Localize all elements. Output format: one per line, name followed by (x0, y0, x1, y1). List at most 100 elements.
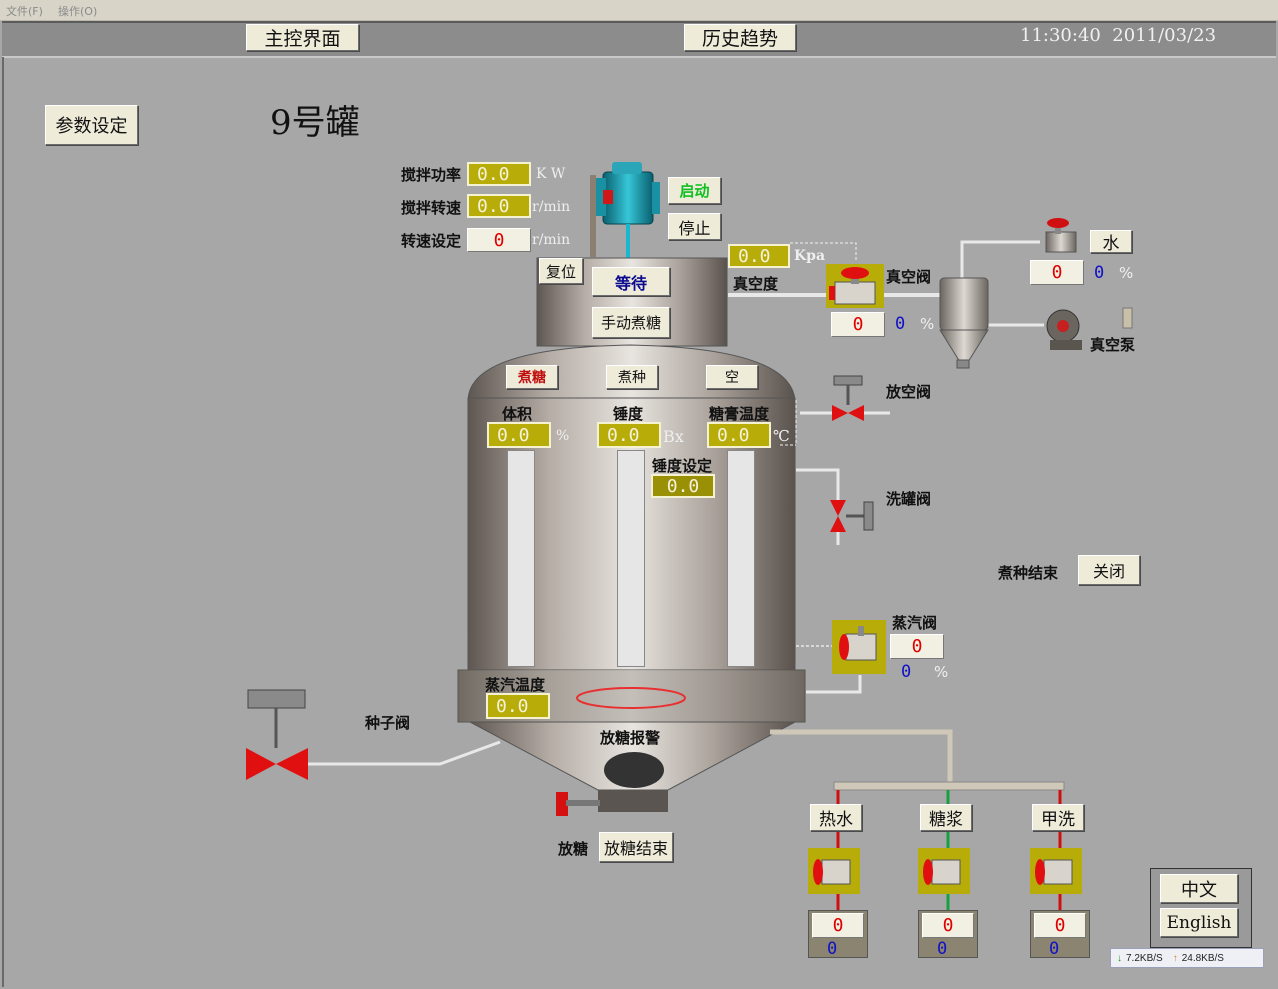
download-speed: 7.2KB/S (1126, 952, 1163, 964)
upload-arrow-icon: ↑ (1172, 952, 1178, 964)
reset-button[interactable]: 复位 (539, 258, 583, 284)
discharge-alarm-label: 放糖报警 (600, 729, 661, 747)
menu-bar: 文件(F) 操作(O) (0, 0, 1278, 21)
hot-water-pct: 0 (827, 939, 838, 959)
water-valve-pct: 0 (1094, 263, 1105, 283)
mode-seed-button[interactable]: 煮种 (606, 365, 658, 389)
stir-speed-value: 0.0 (467, 194, 531, 218)
lang-english-button[interactable]: English (1160, 908, 1238, 937)
download-arrow-icon: ↓ (1117, 952, 1122, 964)
network-meter: ↓ 7.2KB/S ↑ 24.8KB/S (1110, 948, 1264, 968)
history-trend-button[interactable]: 历史趋势 (684, 24, 796, 51)
discharge-gate (598, 790, 668, 812)
stop-button[interactable]: 停止 (668, 213, 721, 240)
syrup-valve-icon[interactable] (918, 848, 970, 894)
volume-value: 0.0 (487, 422, 551, 448)
stirrer-blade (576, 687, 686, 709)
main-panel (2, 57, 1278, 987)
brix-label: 锤度 (613, 405, 644, 423)
massecuite-temp-value: 0.0 (707, 422, 771, 448)
massecuite-temp-unit: ℃ (773, 427, 790, 445)
tank-title: 9号罐 (270, 103, 360, 143)
seed-end-label: 煮种结束 (998, 564, 1059, 582)
brix-level-bar (617, 450, 645, 667)
volume-level-bar (507, 450, 535, 667)
speed-set-input[interactable]: 0 (467, 228, 531, 252)
vacuum-valve-label: 真空阀 (886, 268, 932, 286)
top-bar (2, 21, 1276, 58)
speed-set-label: 转速设定 (401, 232, 462, 250)
water-valve-icon (1045, 218, 1077, 253)
volume-unit: % (556, 428, 570, 444)
params-button[interactable]: 参数设定 (45, 105, 138, 145)
clock-time: 11:30:40 (1020, 25, 1101, 46)
brix-set-label: 锤度设定 (652, 457, 713, 475)
stir-power-label: 搅拌功率 (401, 166, 462, 184)
a-wash-button[interactable]: 甲洗 (1032, 804, 1084, 831)
status-button[interactable]: 等待 (592, 267, 670, 296)
vent-valve-label: 放空阀 (886, 383, 932, 401)
a-wash-valve-icon[interactable] (1030, 848, 1082, 894)
wash-valve-icon (796, 468, 874, 545)
wash-valve-label: 洗罐阀 (886, 490, 932, 508)
hot-water-input[interactable]: 0 (812, 913, 864, 938)
water-button[interactable]: 水 (1090, 230, 1132, 254)
menu-operate[interactable]: 操作(O) (58, 5, 98, 18)
water-valve-pct-sign: % (1119, 264, 1134, 282)
stir-speed-unit: r/min (532, 199, 571, 215)
vacuum-label: 真空度 (733, 275, 779, 293)
shaft-pipe (590, 175, 596, 257)
massecuite-temp-label: 糖膏温度 (709, 405, 770, 423)
a-wash-input[interactable]: 0 (1034, 913, 1086, 938)
water-valve-input[interactable]: 0 (1030, 260, 1084, 285)
vacuum-valve-input[interactable]: 0 (831, 312, 885, 337)
syrup-pct: 0 (937, 939, 948, 959)
steam-valve-label: 蒸汽阀 (892, 614, 938, 632)
discharge-valve-dome (604, 752, 664, 788)
mode-empty-button[interactable]: 空 (706, 365, 758, 389)
seed-end-close-button[interactable]: 关闭 (1078, 555, 1140, 585)
seed-valve-label: 种子阀 (365, 714, 411, 732)
vacuum-value: 0.0 (728, 244, 790, 268)
steam-valve-pct: 0 (901, 662, 912, 682)
discharge-handle-icon (556, 792, 568, 816)
vacuum-valve-pct-sign: % (920, 315, 935, 333)
clock: 11:30:40 2011/03/23 (1020, 25, 1216, 46)
brix-unit: Bx (663, 427, 684, 446)
steam-valve-input[interactable]: 0 (890, 634, 944, 659)
steam-temp-label: 蒸汽温度 (485, 676, 546, 694)
manual-boil-button[interactable]: 手动煮糖 (592, 307, 670, 338)
steam-valve-pct-sign: % (934, 663, 949, 681)
upload-speed: 24.8KB/S (1181, 952, 1224, 964)
vacuum-valve-icon[interactable] (826, 264, 884, 308)
speed-set-unit: r/min (532, 232, 571, 248)
volume-label: 体积 (502, 405, 533, 423)
a-wash-pct: 0 (1049, 939, 1060, 959)
vacuum-unit: Kpa (794, 248, 826, 264)
stir-power-value: 0.0 (467, 162, 531, 186)
stirrer-motor (596, 162, 660, 260)
main-screen-button[interactable]: 主控界面 (246, 24, 359, 51)
mode-boil-button[interactable]: 煮糖 (506, 365, 558, 389)
vacuum-valve-pct: 0 (895, 314, 906, 334)
menu-file[interactable]: 文件(F) (6, 5, 43, 18)
brix-value: 0.0 (597, 422, 661, 448)
syrup-button[interactable]: 糖浆 (920, 804, 972, 831)
clock-date: 2011/03/23 (1112, 25, 1217, 46)
separator-vessel (939, 277, 989, 369)
vacuum-pump-icon (1046, 307, 1133, 350)
vent-valve-icon (800, 375, 890, 421)
vacuum-pump-label: 真空泵 (1090, 336, 1136, 354)
brix-set-input[interactable]: 0.0 (651, 474, 715, 498)
discharge-label: 放糖 (558, 840, 589, 858)
steam-valve-icon[interactable] (832, 620, 886, 674)
seed-valve-icon (246, 689, 501, 780)
hot-water-button[interactable]: 热水 (810, 804, 862, 831)
hot-water-valve-icon[interactable] (808, 848, 860, 894)
start-button[interactable]: 启动 (668, 177, 721, 204)
lang-chinese-button[interactable]: 中文 (1160, 874, 1238, 903)
temp-level-bar (727, 450, 755, 667)
steam-temp-value: 0.0 (486, 693, 550, 719)
discharge-end-button[interactable]: 放糖结束 (599, 832, 673, 862)
syrup-input[interactable]: 0 (922, 913, 974, 938)
